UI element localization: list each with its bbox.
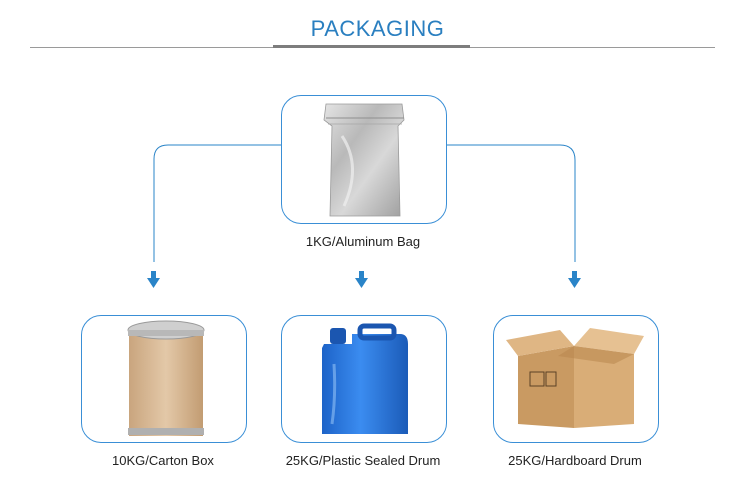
aluminum-bag-icon [323, 103, 405, 217]
fiber-drum-icon [127, 320, 205, 436]
hardboard-drum-card [493, 315, 659, 443]
aluminum-bag-card [281, 95, 447, 224]
hardboard-drum-caption: 25KG/Hardboard Drum [508, 453, 642, 468]
cardboard-box-icon [506, 328, 644, 428]
carton-box-card [81, 315, 247, 443]
plastic-drum-caption: 25KG/Plastic Sealed Drum [285, 453, 441, 468]
carton-box-caption: 10KG/Carton Box [112, 453, 214, 468]
plastic-jerrycan-icon [322, 323, 408, 434]
arrow-down-icon [147, 271, 160, 288]
arrow-down-icon [568, 271, 581, 288]
plastic-drum-card [281, 315, 447, 443]
arrow-down-icon [355, 271, 368, 288]
page-title: PACKAGING [310, 16, 445, 41]
aluminum-bag-caption: 1KG/Aluminum Bag [305, 234, 421, 249]
title-divider-accent [273, 45, 470, 48]
